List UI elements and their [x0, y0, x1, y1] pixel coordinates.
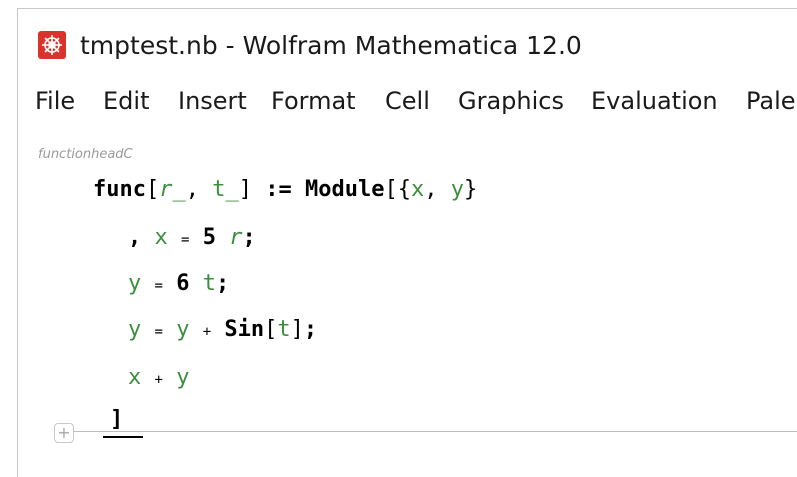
- token-x: x: [410, 177, 425, 202]
- token-number: 6: [176, 271, 190, 296]
- code-cell[interactable]: func[r_, t_] := Module[{x, y} , x = 5 r;…: [18, 139, 477, 464]
- token-plus: +: [154, 372, 163, 388]
- title-bar[interactable]: tmptest.nb - Wolfram Mathematica 12.0: [18, 9, 797, 81]
- token-r: r: [159, 177, 173, 202]
- token-x: x: [128, 365, 142, 390]
- code-line-6: ]: [110, 407, 123, 432]
- token-comma: ,: [185, 177, 199, 202]
- token-brace: }: [463, 177, 478, 202]
- code-line-2: , x = 5 r;: [128, 225, 256, 250]
- code-line-1: func[r_, t_] := Module[{x, y}: [93, 177, 477, 202]
- token-module: Module: [304, 177, 385, 202]
- token-y: y: [128, 271, 142, 296]
- token-bracket: [: [384, 177, 398, 202]
- token-set: =: [181, 232, 190, 248]
- token-bracket: ]: [238, 177, 252, 202]
- add-cell-button[interactable]: +: [54, 423, 74, 443]
- notebook-area[interactable]: functionheadC func[r_, t_] := Module[{x,…: [18, 139, 797, 477]
- token-setdelayed: :=: [265, 177, 292, 202]
- code-line-3: y = 6 t;: [128, 271, 229, 296]
- menu-evaluation[interactable]: Evaluation: [591, 87, 718, 115]
- token-closing-bracket: ]: [110, 407, 124, 432]
- token-semicolon: ;: [303, 317, 318, 342]
- menu-bar: File Edit Insert Format Cell Graphics Ev…: [18, 87, 797, 121]
- token-sin: Sin: [224, 317, 265, 342]
- menu-graphics[interactable]: Graphics: [458, 87, 564, 115]
- wolfram-spikey-icon: [38, 31, 66, 59]
- token-blank: _: [225, 177, 239, 202]
- token-y: y: [176, 317, 190, 342]
- window-title: tmptest.nb - Wolfram Mathematica 12.0: [80, 31, 582, 60]
- mathematica-window: tmptest.nb - Wolfram Mathematica 12.0 Fi…: [17, 8, 797, 477]
- token-comma: ,: [128, 225, 142, 250]
- cell-insertion-line[interactable]: [68, 431, 797, 432]
- menu-cell[interactable]: Cell: [385, 87, 430, 115]
- code-line-5: x + y: [128, 365, 189, 390]
- token-r: r: [229, 225, 243, 250]
- token-y: y: [176, 365, 190, 390]
- menu-edit[interactable]: Edit: [103, 87, 150, 115]
- cursor-underline: [103, 436, 143, 438]
- token-number: 5: [202, 225, 216, 250]
- token-set: =: [154, 324, 163, 340]
- token-set: =: [154, 278, 163, 294]
- token-bracket: [: [145, 177, 160, 202]
- token-t: t: [202, 271, 216, 296]
- code-line-4: y = y + Sin[t];: [128, 317, 317, 342]
- token-bracket: ]: [290, 317, 304, 342]
- menu-insert[interactable]: Insert: [178, 87, 247, 115]
- token-semicolon: ;: [242, 225, 256, 250]
- menu-palettes[interactable]: Pale: [746, 87, 796, 115]
- token-comma: ,: [424, 177, 438, 202]
- cell-style-label: functionheadC: [38, 147, 133, 162]
- token-plus: +: [202, 324, 212, 340]
- token-t: t: [277, 317, 291, 342]
- token-t: t: [212, 177, 226, 202]
- token-blank: _: [172, 177, 186, 202]
- token-brace: {: [397, 177, 411, 202]
- token-semicolon: ;: [215, 271, 230, 296]
- menu-format[interactable]: Format: [271, 87, 356, 115]
- token-y: y: [128, 317, 142, 342]
- token-bracket: [: [264, 317, 278, 342]
- token-y: y: [450, 177, 464, 202]
- token-func: func: [93, 177, 146, 202]
- token-x: x: [154, 225, 168, 250]
- menu-file[interactable]: File: [35, 87, 76, 115]
